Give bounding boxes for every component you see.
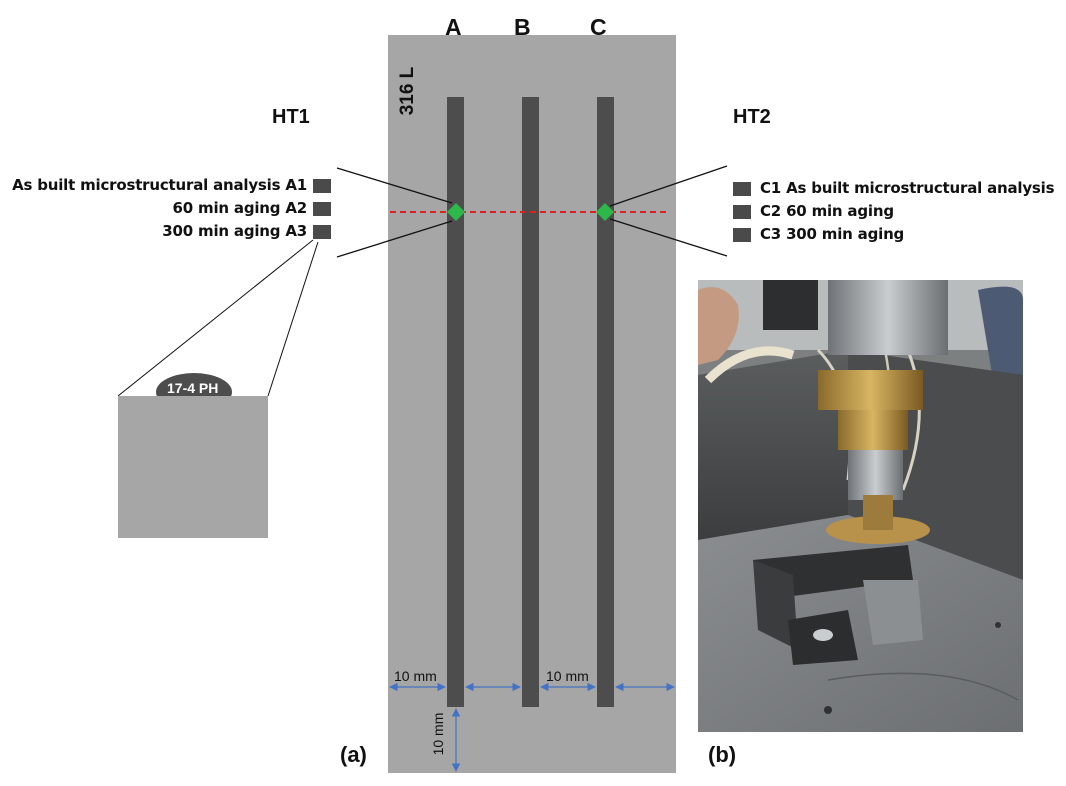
dim-label-bottom: 10 mm <box>430 712 446 756</box>
inset-label: 17-4 PH <box>167 380 219 396</box>
ht2-item-c1: C1 As built microstructural analysis <box>760 179 1055 197</box>
ht2-square-c2 <box>733 205 751 219</box>
ht1-square-a2 <box>313 202 331 216</box>
track-b <box>522 97 539 707</box>
ht1-label: HT1 <box>272 106 310 128</box>
track-label-a: A <box>445 14 462 40</box>
panel-label-b: (b) <box>708 742 737 767</box>
photo-svg <box>698 280 1023 732</box>
ht2-square-c3 <box>733 228 751 242</box>
track-a <box>447 97 464 707</box>
substrate-label: 316 L <box>397 66 418 116</box>
dim-label-middle: 10 mm <box>546 668 589 684</box>
ht1-item-a2: 60 min aging A2 <box>172 199 308 217</box>
ht2-item-c3: C3 300 min aging <box>760 225 905 243</box>
ht2-item-c2: C2 60 min aging <box>760 202 894 220</box>
inset-box <box>118 396 268 538</box>
track-c <box>597 97 614 707</box>
ht1-square-a1 <box>313 179 331 193</box>
track-label-b: B <box>514 14 531 40</box>
ht1-square-a3 <box>313 225 331 239</box>
zoom-line-right <box>267 241 319 397</box>
laser-deposition-head-photo <box>698 280 1023 732</box>
ht1-leader-top <box>336 167 453 204</box>
ht2-square-c1 <box>733 182 751 196</box>
ht1-item-a3: 300 min aging A3 <box>162 222 307 240</box>
zoom-line-left <box>117 239 314 397</box>
track-label-c: C <box>590 14 607 40</box>
ht2-leader-top <box>609 165 728 207</box>
ht1-item-a1: As built microstructural analysis A1 <box>12 176 307 194</box>
dim-label-left: 10 mm <box>394 668 437 684</box>
marker-c <box>596 203 614 221</box>
panel-label-a: (a) <box>340 742 367 767</box>
marker-a <box>447 203 465 221</box>
ht2-label: HT2 <box>733 106 771 128</box>
ht2-leader-bottom <box>609 218 728 257</box>
ht1-leader-bottom <box>336 220 453 258</box>
